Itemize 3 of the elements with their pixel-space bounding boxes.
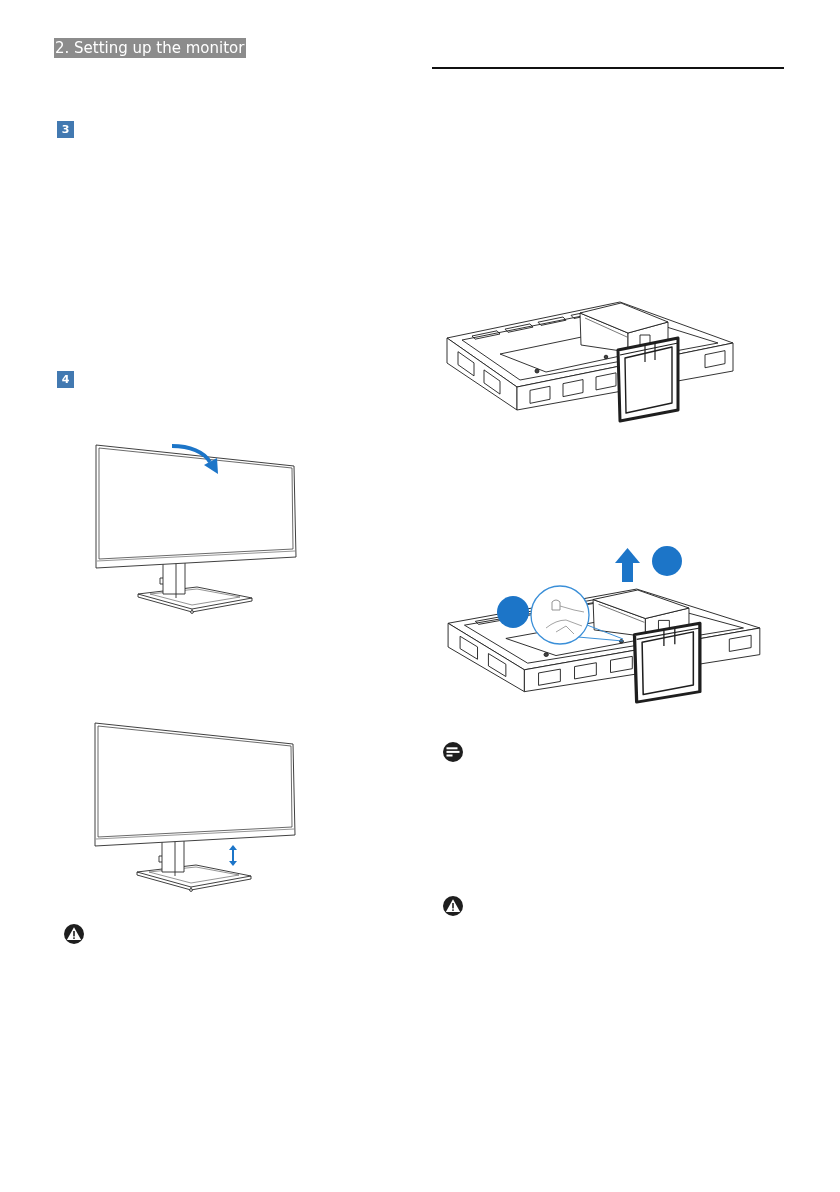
step-number: 3: [57, 121, 74, 138]
step-number: 4: [57, 371, 74, 388]
section-title: 2. Setting up the monitor: [54, 38, 247, 58]
